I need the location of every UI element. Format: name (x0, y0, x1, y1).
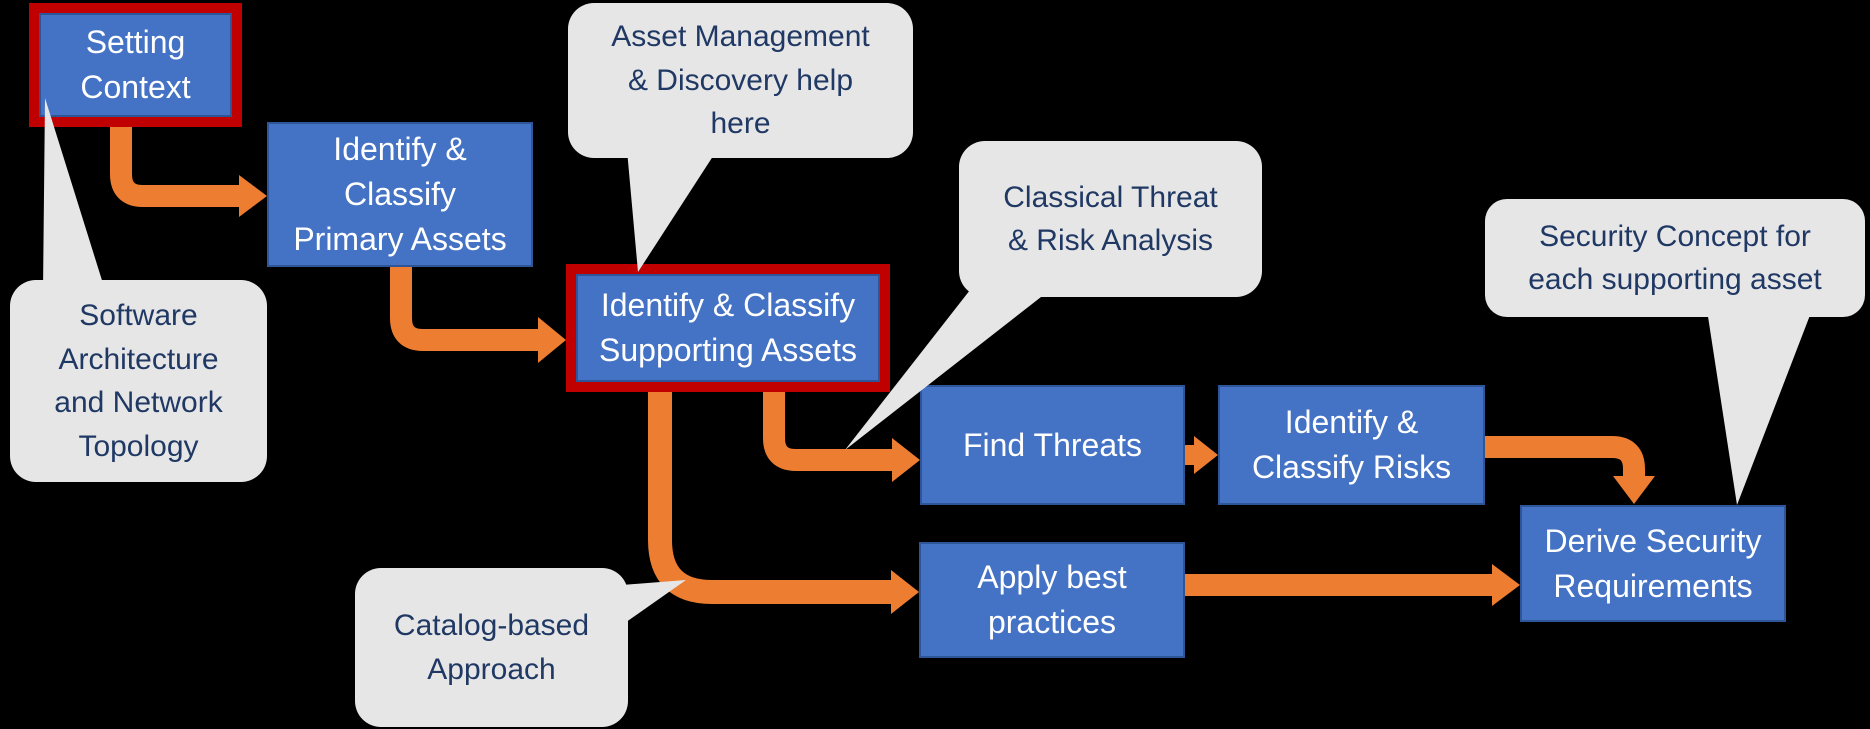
node-supporting-assets: Identify & Classify Supporting Assets (566, 264, 890, 392)
callout-tail-catalog-approach (622, 580, 686, 625)
arrowhead-risks-to-derive (1613, 476, 1655, 504)
arrowhead-supporting-to-applybest (891, 570, 919, 614)
node-primary-assets: Identify & Classify Primary Assets (267, 122, 533, 267)
callout-security-concept: Security Concept for each supporting ass… (1485, 199, 1865, 317)
callout-software-architecture: Software Architecture and Network Topolo… (10, 280, 267, 482)
callout-classical-threat: Classical Threat & Risk Analysis (959, 141, 1262, 297)
arrowhead-applybest-to-derive (1492, 564, 1520, 606)
node-apply-best-practices: Apply best practices (919, 542, 1185, 658)
callout-catalog-approach: Catalog-based Approach (355, 568, 628, 727)
node-setting-context: Setting Context (29, 3, 242, 127)
arrow-setting-to-primary (110, 123, 242, 207)
callout-tail-security-concept (1707, 310, 1812, 505)
arrow-primary-to-supporting (390, 263, 541, 351)
node-classify-risks: Identify & Classify Risks (1218, 385, 1485, 505)
callout-asset-management: Asset Management & Discovery help here (568, 3, 913, 158)
arrow-supporting-to-findthreats (763, 388, 895, 471)
arrowhead-supporting-to-findthreats (892, 438, 920, 482)
arrow-supporting-to-applybest (648, 388, 894, 604)
arrow-risks-to-derive (1483, 436, 1645, 480)
arrowhead-setting-to-primary (239, 175, 267, 217)
node-find-threats: Find Threats (920, 385, 1185, 505)
node-derive-security-requirements: Derive Security Requirements (1520, 505, 1786, 622)
callout-tail-asset-management (627, 150, 717, 272)
arrowhead-findthreats-to-risks (1194, 436, 1218, 474)
arrowhead-primary-to-supporting (538, 317, 566, 363)
